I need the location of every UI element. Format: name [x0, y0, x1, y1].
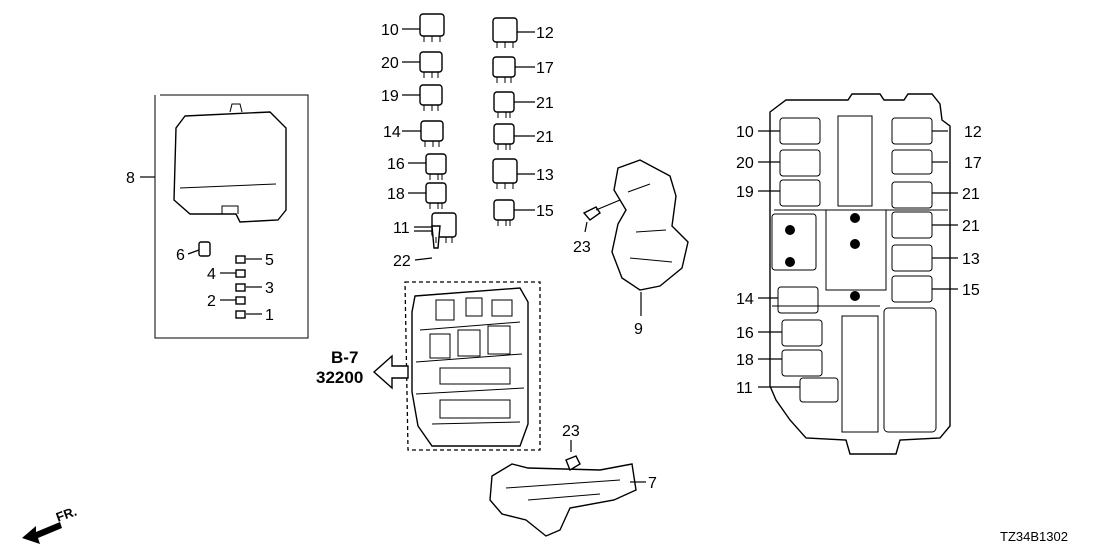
callout-10: 10	[381, 22, 399, 39]
callout-23b: 23	[562, 423, 580, 440]
relay-21a	[493, 91, 515, 113]
relay-18	[425, 182, 447, 204]
relay-20	[419, 51, 443, 73]
group-bracket-8	[154, 94, 309, 339]
bracket-7	[489, 463, 637, 537]
fuse-2	[235, 296, 246, 305]
right-box-callouts: 10 20 19 14 16 18 11 12 17 21 21 13 15	[736, 124, 982, 397]
box-callout-18: 18	[736, 352, 754, 369]
relay-16	[425, 153, 447, 175]
fuse-box-cover	[173, 111, 287, 223]
fuse-clip-6	[198, 241, 211, 257]
relay-13	[492, 158, 518, 184]
fuse-box-body	[411, 287, 529, 447]
box-callout-12: 12	[964, 124, 982, 141]
relay-19	[419, 84, 443, 106]
front-indicator: FR.	[22, 504, 79, 544]
callout-18: 18	[387, 186, 405, 203]
box-callout-20: 20	[736, 155, 754, 172]
box-callout-11: 11	[736, 380, 753, 397]
fuse-1	[235, 310, 246, 319]
callout-12: 12	[536, 25, 554, 42]
bracket-7-group: 23 7	[489, 423, 657, 537]
callout-20: 20	[381, 55, 399, 72]
center-fuse-box: B-7 32200	[316, 281, 541, 451]
relay-10	[419, 13, 445, 37]
callout-22: 22	[393, 253, 411, 270]
fuse-3	[235, 283, 246, 292]
callout-6: 6	[176, 247, 185, 264]
relay-12	[492, 17, 518, 43]
relay-14	[420, 120, 444, 142]
relay-column-left: 10 20 19 14 16 18 11 22	[381, 13, 457, 270]
box-callout-14: 14	[736, 291, 754, 308]
box-callout-13: 13	[962, 251, 980, 268]
callout-11: 11	[393, 220, 410, 237]
box-callout-17: 17	[964, 155, 982, 172]
callout-19: 19	[381, 88, 399, 105]
right-fuse-box	[769, 93, 951, 455]
reference-arrow	[372, 354, 409, 390]
relay-15	[493, 199, 515, 221]
callout-14: 14	[383, 124, 401, 141]
box-callout-19: 19	[736, 184, 754, 201]
box-callout-21a: 21	[962, 186, 980, 203]
callout-15: 15	[536, 203, 554, 220]
relay-column-right: 12 17 21 21 13 15	[492, 17, 554, 226]
bracket-9	[611, 159, 689, 291]
front-arrow-icon	[22, 522, 62, 544]
box-callout-21b: 21	[962, 218, 980, 235]
callout-7: 7	[648, 475, 657, 492]
callout-2: 2	[207, 293, 216, 310]
fuse-box-top	[769, 93, 951, 455]
callout-5: 5	[265, 252, 274, 269]
fuse-box-dashed-outline	[404, 281, 541, 451]
relay-21b	[493, 123, 515, 145]
callout-13: 13	[536, 167, 554, 184]
callout-21a: 21	[536, 95, 554, 112]
callout-23a: 23	[573, 239, 591, 256]
fuse-5	[235, 255, 246, 264]
box-callout-15: 15	[962, 282, 980, 299]
box-callout-10: 10	[736, 124, 754, 141]
front-label: FR.	[54, 504, 79, 525]
bracket-9-group: 23 9	[573, 159, 689, 338]
ref-line1: B-7	[331, 348, 358, 367]
callout-8: 8	[126, 170, 135, 187]
diagram-code: TZ34B1302	[1000, 529, 1068, 544]
callout-1: 1	[265, 307, 274, 324]
callout-9: 9	[634, 321, 643, 338]
bolt-23b	[565, 455, 581, 472]
ref-line2: 32200	[316, 368, 363, 387]
callout-21b: 21	[536, 129, 554, 146]
bolt-23a	[582, 206, 601, 221]
cover-group: 8 6 5 4 3 2 1	[126, 94, 309, 339]
callout-17: 17	[536, 60, 554, 77]
box-callout-16: 16	[736, 325, 754, 342]
fuse-4	[235, 269, 246, 278]
callout-4: 4	[207, 266, 216, 283]
callout-3: 3	[265, 280, 274, 297]
callout-16: 16	[387, 156, 405, 173]
relay-17	[492, 56, 516, 78]
